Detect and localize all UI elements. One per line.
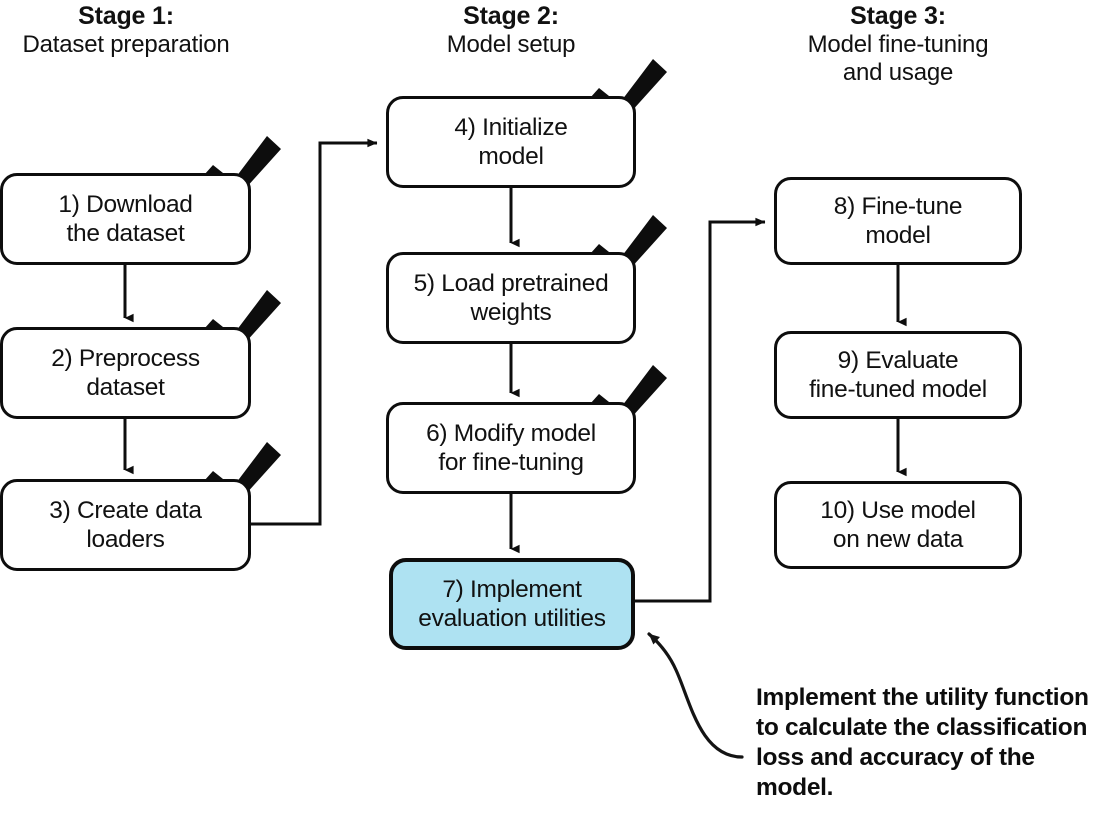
flow-node-1-line2: the dataset — [66, 220, 185, 247]
flow-node-7-line1: 7) Implement — [442, 575, 582, 603]
flow-node-6-modify-model[interactable]: 6) Modify model for fine-tuning — [386, 402, 636, 494]
flow-node-4-label: 4) Initialize model — [454, 113, 568, 172]
annotation-line-4: accuracy of the model. — [756, 743, 1035, 801]
flow-node-5-line1: 5) Load pretrained — [413, 269, 609, 297]
flow-node-6-line2: for fine-tuning — [438, 449, 584, 476]
flow-node-10-label: 10) Use model on new data — [820, 496, 976, 555]
flow-node-2-line2: dataset — [86, 374, 165, 401]
stage-heading-1: Stage 1: Dataset preparation — [0, 2, 252, 59]
flow-node-5-load-pretrained-weights[interactable]: 5) Load pretrained weights — [386, 252, 636, 344]
stage-1-subtitle: Dataset preparation — [22, 31, 230, 58]
annotation-line-1: Implement the utility — [756, 684, 988, 711]
annotation-line-3: classification loss and — [756, 713, 1088, 771]
flow-node-6-label: 6) Modify model for fine-tuning — [426, 419, 596, 478]
flow-node-9-evaluate-fine-tuned-model[interactable]: 9) Evaluate fine-tuned model — [774, 331, 1022, 419]
flow-node-10-line1: 10) Use model — [820, 496, 976, 524]
flow-node-8-line1: 8) Fine-tune — [833, 192, 963, 220]
flow-node-1-label: 1) Download the dataset — [58, 190, 193, 249]
flow-node-9-line2: fine-tuned model — [809, 376, 987, 403]
connector-node3-node4 — [251, 138, 378, 526]
flow-node-3-line1: 3) Create data — [49, 496, 202, 524]
flow-node-3-label: 3) Create data loaders — [49, 496, 202, 555]
flow-node-8-line2: model — [865, 222, 931, 249]
flow-node-4-line1: 4) Initialize — [454, 113, 568, 141]
flow-node-2-label: 2) Preprocess dataset — [51, 344, 200, 403]
flow-node-9-line1: 9) Evaluate — [837, 346, 959, 374]
annotation-callout-text: Implement the utility function to calcul… — [756, 683, 1100, 803]
flow-node-7-implement-evaluation-utilities[interactable]: 7) Implement evaluation utilities — [389, 558, 635, 650]
stage-2-subtitle: Model setup — [446, 31, 576, 58]
flow-node-4-initialize-model[interactable]: 4) Initialize model — [386, 96, 636, 188]
flow-node-7-label: 7) Implement evaluation utilities — [418, 575, 606, 634]
flow-node-1-download-dataset[interactable]: 1) Download the dataset — [0, 173, 251, 265]
annotation-callout-arrow — [647, 632, 744, 759]
flow-node-1-line1: 1) Download — [58, 190, 193, 218]
flow-node-9-label: 9) Evaluate fine-tuned model — [809, 346, 987, 405]
flow-node-2-line1: 2) Preprocess — [51, 344, 200, 372]
flow-node-8-label: 8) Fine-tune model — [834, 192, 963, 251]
flow-node-3-create-data-loaders[interactable]: 3) Create data loaders — [0, 479, 251, 571]
flow-node-10-line2: on new data — [832, 526, 964, 553]
stage-3-title: Stage 3: — [850, 2, 946, 30]
flow-node-2-preprocess-dataset[interactable]: 2) Preprocess dataset — [0, 327, 251, 419]
flow-node-3-line2: loaders — [86, 526, 165, 553]
stage-2-title: Stage 2: — [463, 2, 559, 30]
flow-node-5-label: 5) Load pretrained weights — [414, 269, 609, 328]
connector-node7-node8 — [635, 217, 766, 603]
flow-node-7-line2: evaluation utilities — [418, 605, 606, 632]
flow-node-4-line2: model — [478, 143, 544, 170]
flow-node-6-line1: 6) Modify model — [426, 419, 596, 447]
flow-node-5-line2: weights — [470, 299, 552, 326]
flow-node-10-use-model-on-new-data[interactable]: 10) Use model on new data — [774, 481, 1022, 569]
stage-1-title: Stage 1: — [78, 2, 174, 30]
stage-heading-2: Stage 2: Model setup — [386, 2, 636, 59]
flow-node-8-fine-tune-model[interactable]: 8) Fine-tune model — [774, 177, 1022, 265]
annotation-line-2: function to calculate the — [756, 684, 1089, 741]
